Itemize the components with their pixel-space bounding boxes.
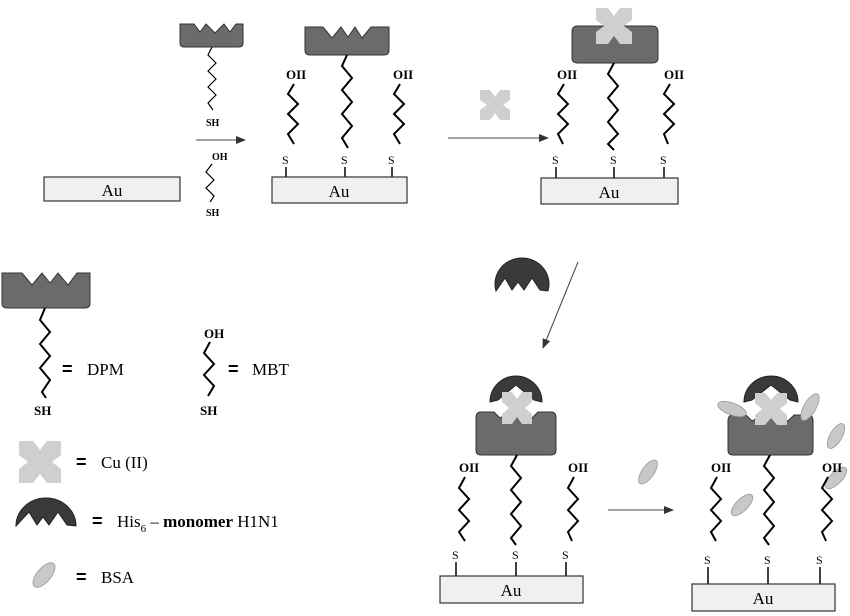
- protein-reagent: [494, 257, 550, 293]
- au-label: Au: [501, 581, 522, 600]
- bsa-icon: [824, 466, 848, 490]
- his6-protein-icon: [494, 257, 550, 293]
- s-label: S: [704, 553, 711, 567]
- dpm-receptor-icon: [1, 272, 91, 309]
- bsa-icon: [32, 562, 56, 588]
- s-label: S: [512, 548, 519, 562]
- equals-sign: =: [76, 452, 87, 472]
- dpm-receptor-icon: [304, 26, 390, 56]
- au-label: Au: [329, 182, 350, 201]
- legend-cu-label: Cu (II): [101, 453, 148, 472]
- oh-label: OII: [459, 460, 479, 475]
- oh-label: OH: [212, 152, 228, 163]
- s-label: S: [562, 548, 569, 562]
- au-label: Au: [753, 589, 774, 608]
- reagent-mbt: OH SH: [205, 152, 228, 219]
- bsa-icon: [730, 493, 754, 517]
- legend-dpm-label: DPM: [87, 360, 124, 379]
- oh-label: OH: [204, 326, 224, 341]
- s-label: S: [764, 553, 771, 567]
- legend-mbt-label: MBT: [252, 360, 289, 379]
- step4-protein-captured: OII S S OII S Au: [439, 375, 588, 604]
- bsa-icon: [826, 423, 846, 449]
- sh-label: SH: [206, 118, 220, 129]
- s-label: S: [388, 153, 395, 167]
- copper-ion-icon: [755, 393, 787, 425]
- s-label: S: [816, 553, 823, 567]
- step2-sam: OII S S OII S Au: [271, 26, 413, 204]
- arrow-3: [542, 261, 579, 349]
- sh-label: SH: [200, 403, 217, 418]
- bsa-icon: [800, 393, 820, 421]
- oh-label: OII: [664, 67, 684, 82]
- equals-sign: =: [62, 359, 73, 379]
- copper-ion-icon: [596, 8, 632, 44]
- s-label: S: [452, 548, 459, 562]
- au-label: Au: [102, 181, 123, 200]
- oh-label: OII: [711, 460, 731, 475]
- dpm-receptor-icon: [179, 23, 244, 48]
- copper-ion-icon: [480, 90, 510, 120]
- oh-label: OII: [822, 460, 842, 475]
- legend-his6-label: His6 – monomer H1N1: [117, 512, 279, 535]
- equals-sign: =: [76, 567, 87, 587]
- copper-reagent: [480, 90, 510, 120]
- step3-cu-bound: OII S S OII S Au: [540, 8, 684, 205]
- his6-protein-icon: [743, 375, 799, 403]
- oh-label: OII: [557, 67, 577, 82]
- bsa-icon: [638, 459, 658, 485]
- step5-bsa-blocked: OII S S OII S Au: [691, 375, 848, 612]
- sh-label: SH: [206, 208, 220, 219]
- s-label: S: [341, 153, 348, 167]
- oh-label: OII: [393, 67, 413, 82]
- s-label: S: [610, 153, 617, 167]
- bsa-icon: [717, 400, 747, 418]
- step1-bare-gold: Au: [43, 176, 181, 202]
- copper-ion-icon: [19, 441, 61, 483]
- his6-protein-icon: [15, 497, 77, 528]
- s-label: S: [660, 153, 667, 167]
- au-label: Au: [599, 183, 620, 202]
- oh-label: OII: [568, 460, 588, 475]
- equals-sign: =: [228, 359, 239, 379]
- bsa-reagent: [638, 459, 658, 485]
- s-label: S: [552, 153, 559, 167]
- legend: SH = DPM OH SH = MBT = Cu (II) = His6 – …: [1, 272, 289, 588]
- oh-label: OII: [286, 67, 306, 82]
- sh-label: SH: [34, 403, 51, 418]
- dpm-receptor-icon: [475, 407, 557, 456]
- s-label: S: [282, 153, 289, 167]
- copper-ion-icon: [502, 392, 532, 424]
- reagent-dpm: SH: [179, 23, 244, 129]
- legend-bsa-label: BSA: [101, 568, 135, 587]
- dpm-receptor-icon: [571, 25, 659, 64]
- equals-sign: =: [92, 511, 103, 531]
